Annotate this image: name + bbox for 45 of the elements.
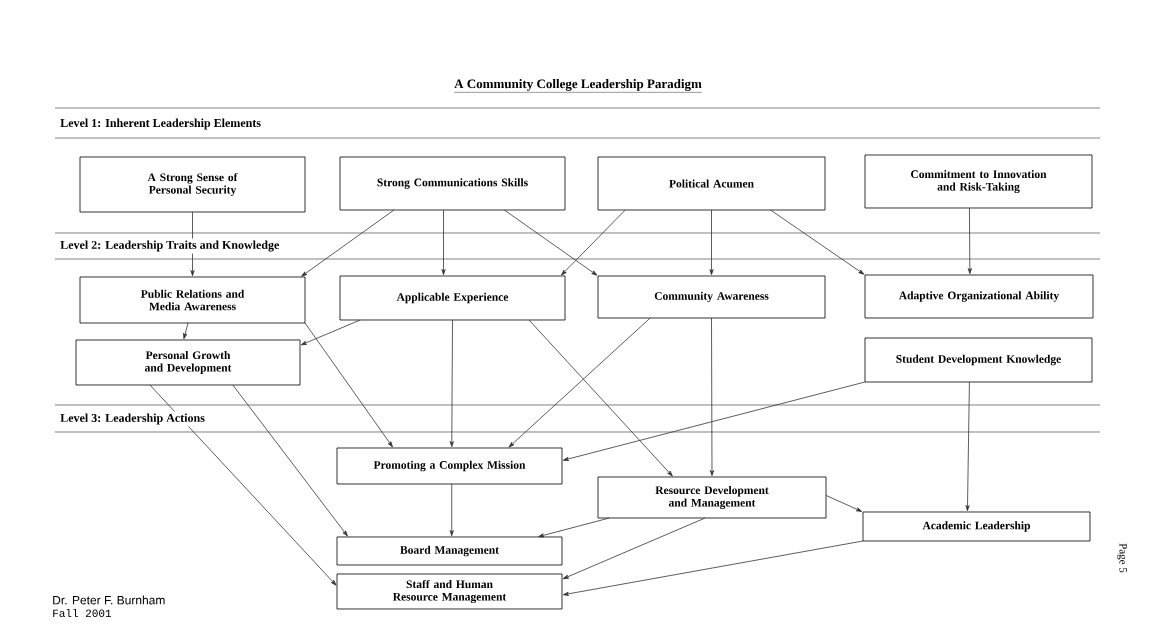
arrow (709, 209, 714, 276)
arrow (562, 517, 706, 580)
process-box: Promoting a Complex Mission (336, 447, 563, 485)
process-box: Community Awareness (597, 275, 826, 319)
level-heading: Level 2: Leadership Traits and Knowledge (58, 238, 282, 254)
arrow (449, 483, 454, 537)
arrow (441, 209, 446, 276)
date-text: Fall 2001 (53, 608, 112, 618)
level-heading: Level 3: Leadership Actions (58, 411, 207, 427)
arrow (528, 319, 673, 477)
author-name: Dr. Peter F. Burnham (53, 595, 165, 605)
title: A Community College Leadership Paradigm (453, 79, 703, 93)
process-box: Public Relations and Media Awareness (79, 276, 306, 324)
arrow (232, 384, 348, 537)
arrow (300, 319, 361, 346)
process-box: Political Acumen (597, 156, 826, 211)
arrow (304, 322, 393, 448)
process-box: Academic Leadership (862, 511, 1091, 542)
process-box: Adaptive Organizational Ability (864, 274, 1094, 319)
process-box: Commitment to Innovation and Risk-Taking (864, 154, 1093, 209)
arrow (965, 381, 970, 512)
arrow (508, 317, 651, 448)
arrow (770, 209, 865, 275)
arrow (709, 317, 714, 477)
arrow (562, 381, 866, 461)
arrow (149, 384, 337, 586)
process-box: Student Development Knowledge (864, 337, 1093, 383)
page-number: Page 5 (1117, 543, 1127, 573)
process-box: A Strong Sense of Personal Security (79, 156, 306, 213)
process-box: Applicable Experience (339, 275, 566, 321)
process-box: Personal Growth and Development (75, 339, 301, 386)
process-box: Board Management (336, 536, 563, 566)
arrow (301, 209, 395, 277)
arrow (183, 322, 189, 340)
process-box: Staff and Human Resource Management (336, 573, 563, 610)
arrow (825, 495, 863, 512)
arrow (561, 209, 626, 276)
arrow (449, 319, 454, 448)
arrow (562, 540, 864, 596)
level-heading: Level 1: Inherent Leadership Elements (58, 116, 263, 132)
arrow (967, 207, 972, 275)
process-box: Strong Communications Skills (339, 156, 566, 211)
arrow (503, 209, 598, 276)
arrow (538, 517, 610, 538)
process-box: Resource Development and Management (597, 476, 827, 519)
